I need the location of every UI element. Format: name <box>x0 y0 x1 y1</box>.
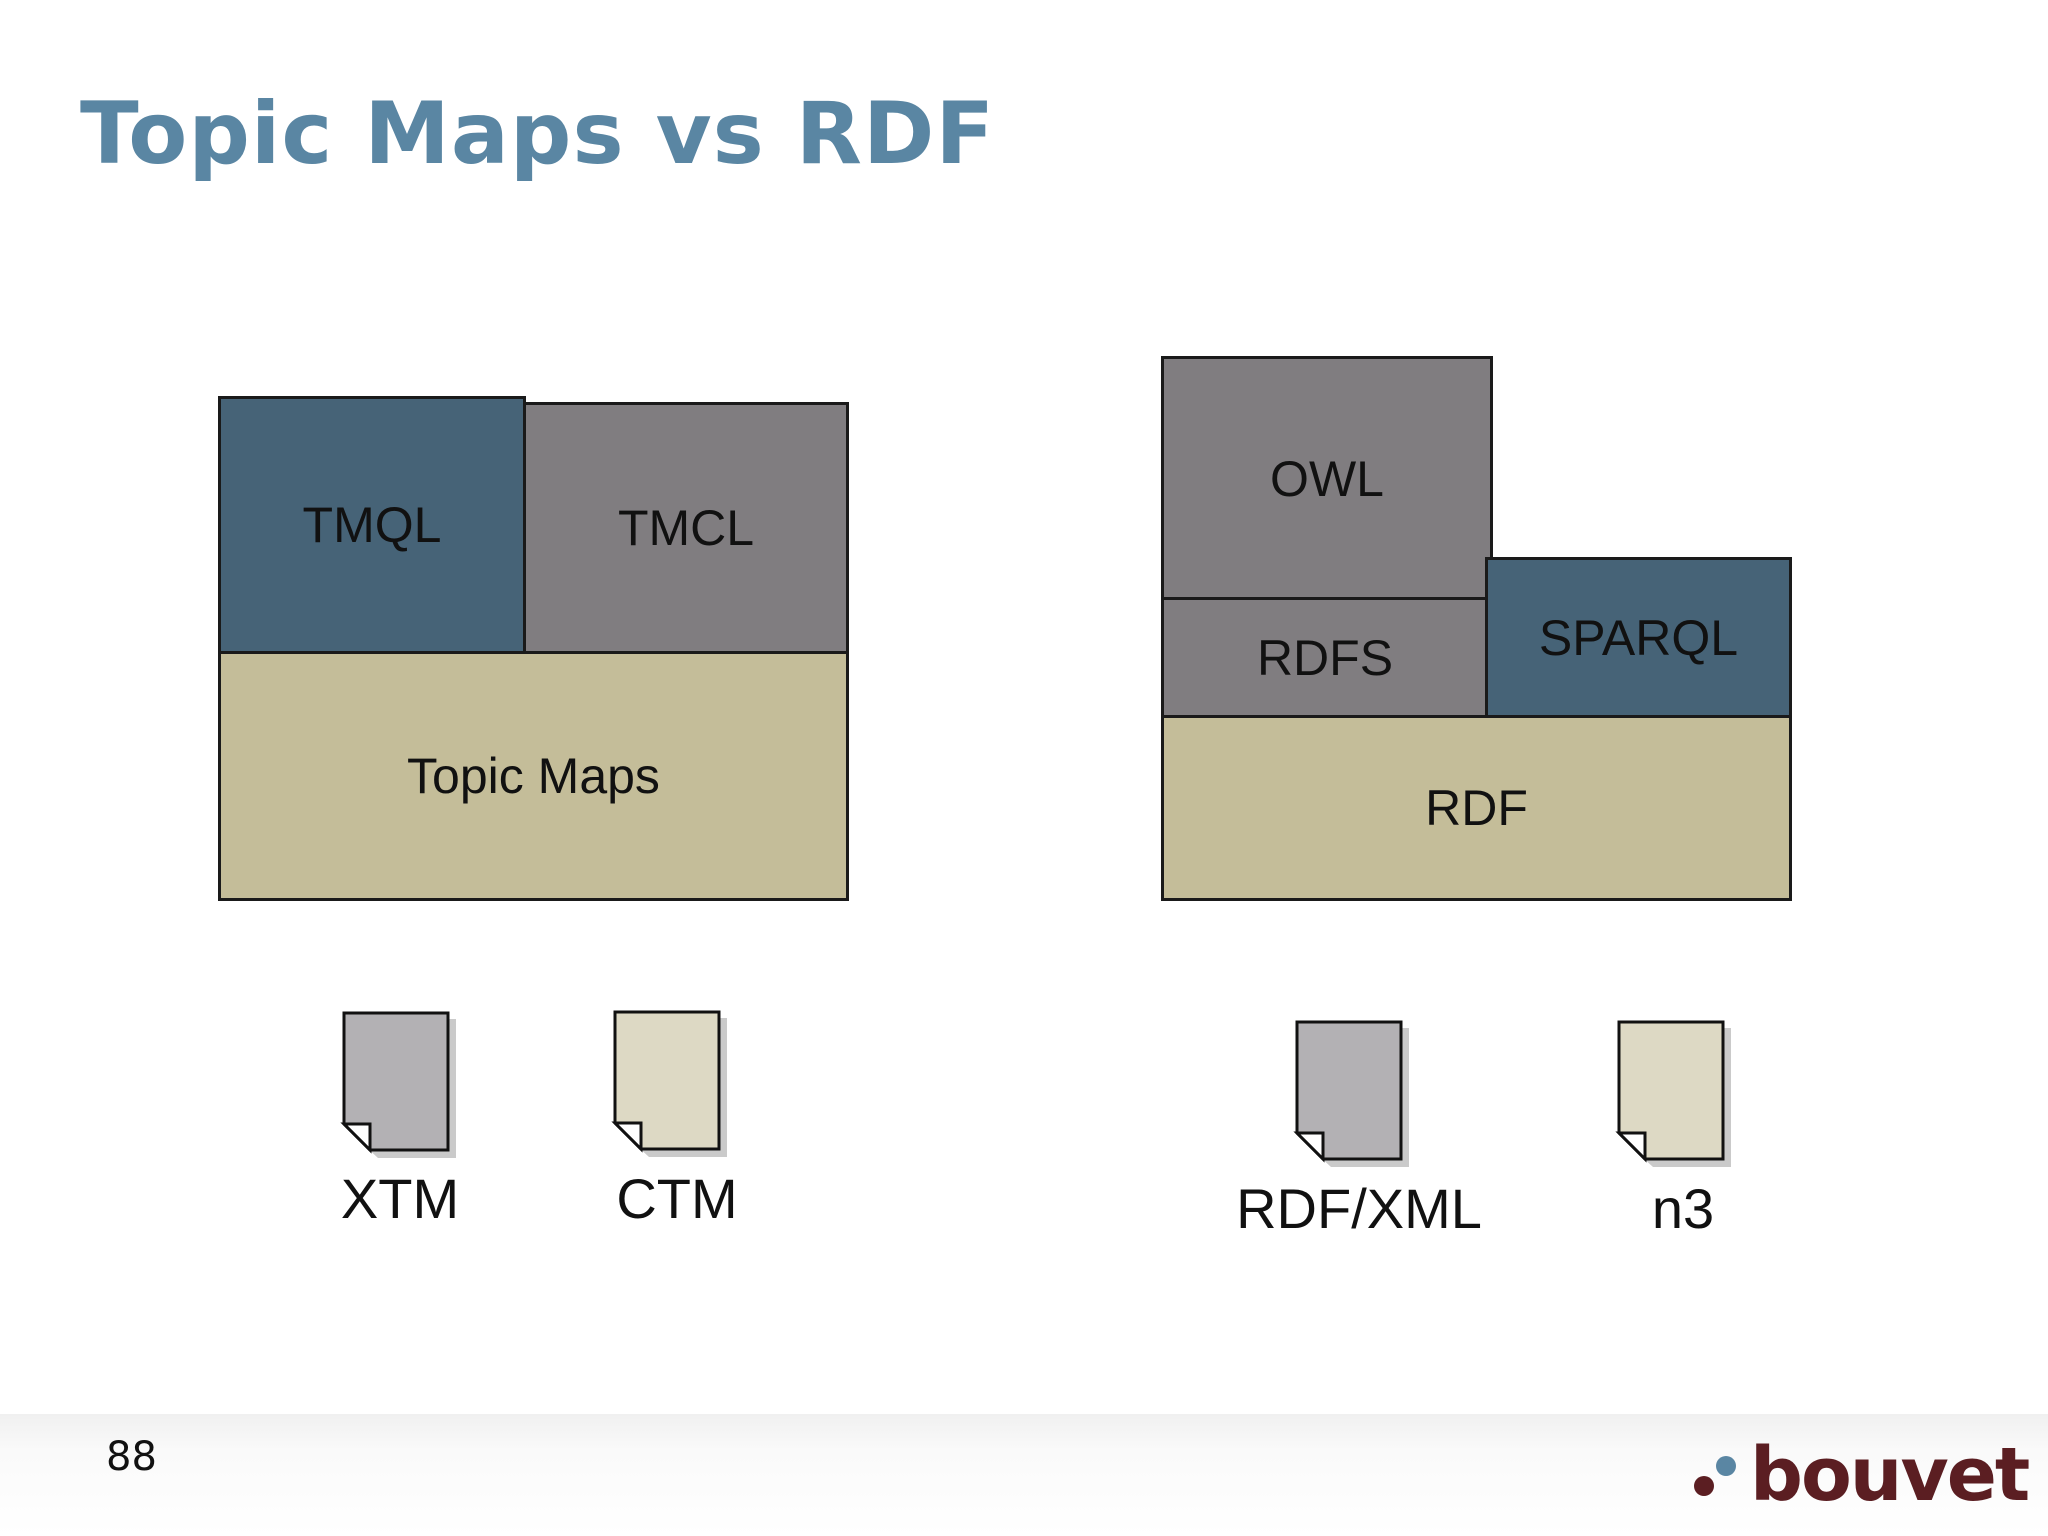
sparql-block: SPARQL <box>1485 557 1792 718</box>
tmcl-block: TMCL <box>523 402 849 654</box>
slide-footer <box>0 1414 2048 1536</box>
tmql-block: TMQL <box>218 396 526 654</box>
logo-text: bouvet <box>1750 1432 2030 1518</box>
ctm-document-icon <box>611 1010 727 1157</box>
rdfs-block: RDFS <box>1161 597 1489 718</box>
rdf-block: RDF <box>1161 715 1792 901</box>
slide-title: Topic Maps vs RDF <box>80 84 996 184</box>
owl-block: OWL <box>1161 356 1493 601</box>
logo-dot-blue-icon <box>1716 1456 1736 1476</box>
rdf-xml-document-icon <box>1293 1020 1409 1167</box>
n3-label: n3 <box>1651 1177 1715 1240</box>
logo-dot-maroon-icon <box>1694 1476 1714 1496</box>
rdf-xml-label: RDF/XML <box>1236 1177 1482 1240</box>
n3-document-icon <box>1615 1020 1731 1167</box>
ctm-label: CTM <box>616 1167 738 1230</box>
bouvet-logo: bouvet <box>1690 1432 2030 1520</box>
xtm-document-icon <box>340 1011 456 1158</box>
page-number: 88 <box>106 1434 157 1480</box>
xtm-label: XTM <box>340 1167 460 1230</box>
topic-maps-block: Topic Maps <box>218 651 849 901</box>
